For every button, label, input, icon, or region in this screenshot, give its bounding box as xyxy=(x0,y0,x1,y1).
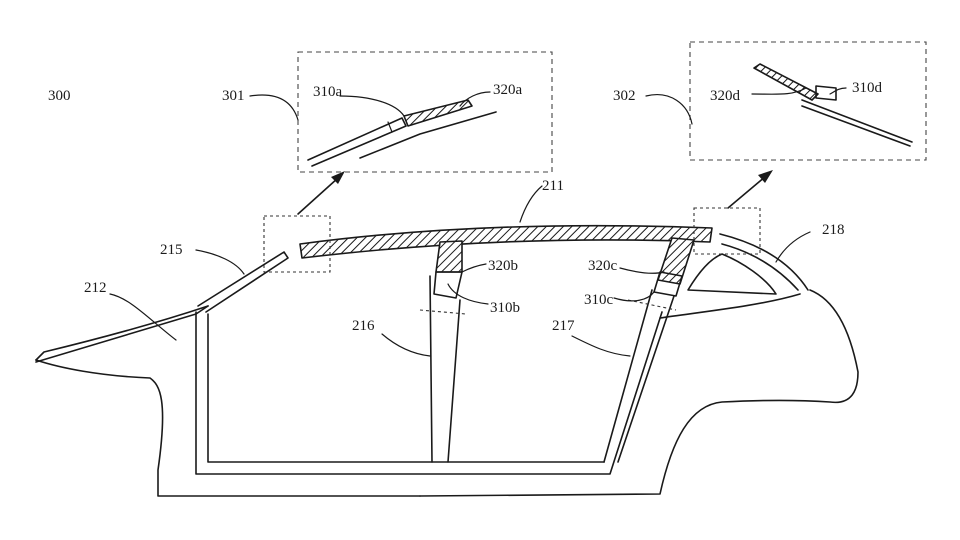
focus-box-rear xyxy=(693,207,761,255)
label-217: 217 xyxy=(552,318,575,334)
rear-window xyxy=(687,233,809,295)
label-320a: 320a xyxy=(493,82,523,98)
pillar-b xyxy=(419,240,467,463)
reference-labels: 300 301 310a 320a 302 320d 310d 211 215 … xyxy=(48,80,883,334)
roof-panel xyxy=(299,224,713,259)
label-302: 302 xyxy=(613,88,636,104)
label-fig-300: 300 xyxy=(48,88,71,104)
arrow-to-301 xyxy=(297,171,345,215)
label-310b: 310b xyxy=(490,300,520,316)
label-215: 215 xyxy=(160,242,183,258)
label-211: 211 xyxy=(542,178,564,194)
leader-lines xyxy=(109,87,847,357)
label-320b: 320b xyxy=(488,258,518,274)
label-216: 216 xyxy=(352,318,375,334)
label-310d: 310d xyxy=(852,80,883,96)
label-212: 212 xyxy=(84,280,107,296)
windshield xyxy=(197,251,289,313)
label-320d: 320d xyxy=(710,88,741,104)
label-310c: 310c xyxy=(584,292,614,308)
label-310a: 310a xyxy=(313,84,343,100)
label-320c: 320c xyxy=(588,258,618,274)
pillar-c xyxy=(603,237,695,463)
label-218: 218 xyxy=(822,222,845,238)
label-301: 301 xyxy=(222,88,245,104)
hood xyxy=(35,305,209,363)
detail-box-302 xyxy=(689,41,927,161)
detail-box-301 xyxy=(297,51,553,173)
vehicle-body-outline xyxy=(35,289,859,497)
focus-box-front xyxy=(263,215,331,273)
arrow-to-302 xyxy=(727,170,773,209)
